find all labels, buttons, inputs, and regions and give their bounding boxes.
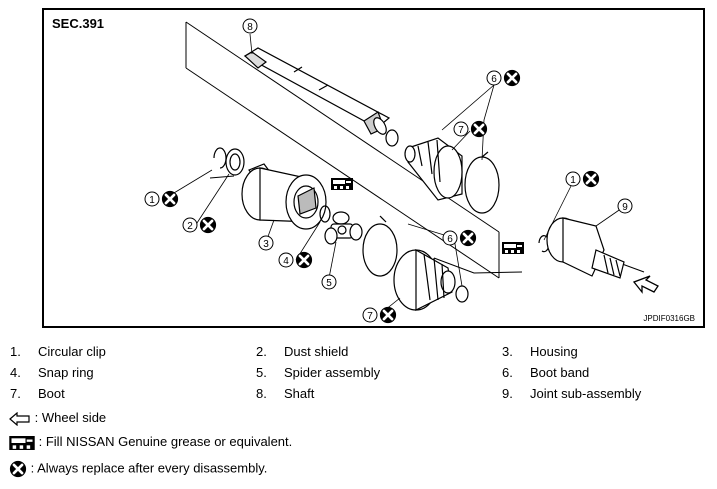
grease-mark-housing [331,178,353,190]
callout-7-upper: 7 [453,120,488,138]
outline-arrow-left-icon [9,411,30,426]
grease-mark-joint [502,242,524,254]
exploded-view-figure: 8 6 7 1 2 3 4 [42,8,705,328]
spider-assembly-part [324,211,363,245]
callout-6-lower: 6 [442,229,477,247]
svg-text:9: 9 [622,202,628,213]
housing-part [241,163,327,230]
svg-text:8: 8 [247,22,253,33]
note-wheel-side: : Wheel side [9,410,106,426]
svg-text:3: 3 [263,239,269,250]
callout-2: 2 [182,216,217,234]
svg-text:5: 5 [326,278,332,289]
note-replace: : Always replace after every disassembly… [9,460,267,478]
callout-1-left: 1 [144,190,179,208]
snap-ring-part [319,205,331,223]
boot-lower [393,248,456,311]
svg-text:7: 7 [458,125,464,136]
svg-text:7: 7 [367,311,373,322]
callout-8: 8 [242,18,258,34]
callout-9: 9 [617,198,633,214]
svg-text:2: 2 [187,221,193,232]
shaft-part [243,47,391,135]
svg-text:4: 4 [283,256,289,267]
x-circle-icon [9,460,27,478]
note-grease: : Fill NISSAN Genuine grease or equivale… [9,434,292,450]
wheel-side-arrow [632,275,659,294]
callout-5: 5 [321,274,337,290]
callout-4: 4 [278,251,313,269]
callout-1-right: 1 [565,170,600,188]
grease-tube-icon [9,435,35,450]
svg-text:1: 1 [570,175,576,186]
dust-shield-part [225,148,245,176]
joint-sub-assembly-part [538,217,625,279]
boot-upper [404,137,463,201]
svg-text:6: 6 [447,234,453,245]
callout-7-lower: 7 [362,306,397,324]
callout-3: 3 [258,235,274,251]
svg-text:1: 1 [149,195,155,206]
circular-clip-part [213,147,227,169]
drive-shaft-diagram: 8 6 7 1 2 3 4 [144,18,659,324]
callout-6-upper: 6 [486,69,521,87]
figure-code: JPDIF0316GB [643,314,695,323]
svg-text:6: 6 [491,74,497,85]
section-label: SEC.391 [52,16,105,31]
